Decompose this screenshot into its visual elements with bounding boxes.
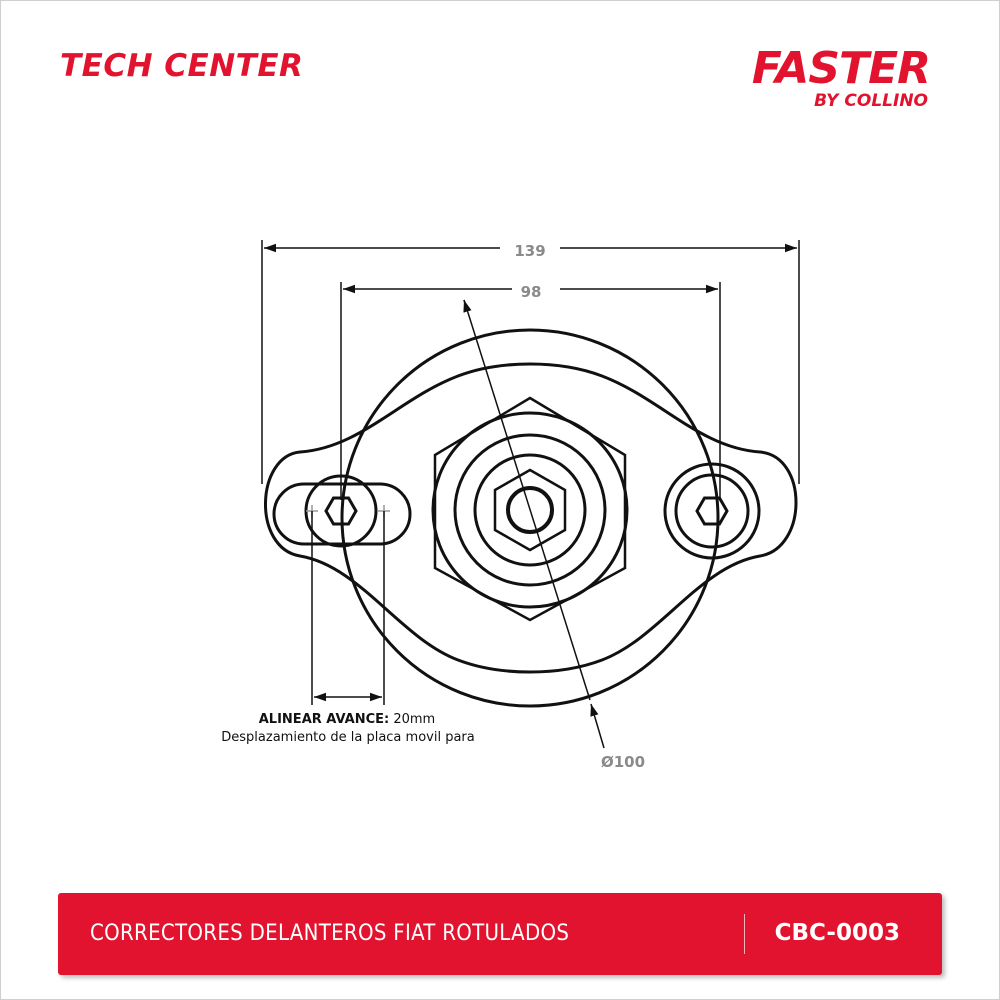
center-small-hex — [493, 468, 567, 552]
center-ring-2 — [453, 433, 607, 587]
center-bore — [506, 486, 554, 534]
outer-body-circle — [340, 328, 720, 708]
dim-diameter-label: Ø100 — [601, 753, 645, 771]
dim-diameter-leader — [590, 703, 605, 749]
left-bolt-hex — [324, 496, 358, 526]
right-hole-ring — [674, 473, 750, 549]
product-title: CORRECTORES DELANTEROS FIAT ROTULADOS — [90, 921, 570, 946]
alignment-note-value: 20mm — [389, 712, 435, 727]
dim-139-label: 139 — [514, 242, 545, 260]
tech-center-logo: TECH CENTER — [60, 48, 304, 84]
alignment-note-bold: ALINEAR AVANCE: — [259, 712, 389, 727]
footer-separator — [744, 914, 745, 954]
footer-banner: CORRECTORES DELANTEROS FIAT ROTULADOS CB… — [58, 893, 942, 975]
dim-98-label: 98 — [521, 283, 542, 301]
right-bolt-hex — [695, 496, 729, 526]
left-slot — [272, 482, 412, 546]
alignment-note-line1: ALINEAR AVANCE: 20mm — [259, 712, 435, 727]
center-ring-3 — [473, 453, 587, 567]
center-ring-1 — [431, 411, 629, 609]
faster-logo: FASTER BY COLLINO — [751, 43, 931, 111]
faster-logo-main: FASTER — [751, 43, 931, 94]
right-hole-outer — [663, 462, 761, 560]
mounting-plate-outline — [264, 362, 798, 674]
center-large-hex — [433, 396, 627, 622]
faster-logo-sub: BY COLLINO — [814, 91, 928, 111]
dim-diameter-line — [463, 299, 591, 701]
product-code: CBC-0003 — [774, 920, 900, 946]
alignment-note-line2: Desplazamiento de la placa movil para — [221, 730, 474, 745]
